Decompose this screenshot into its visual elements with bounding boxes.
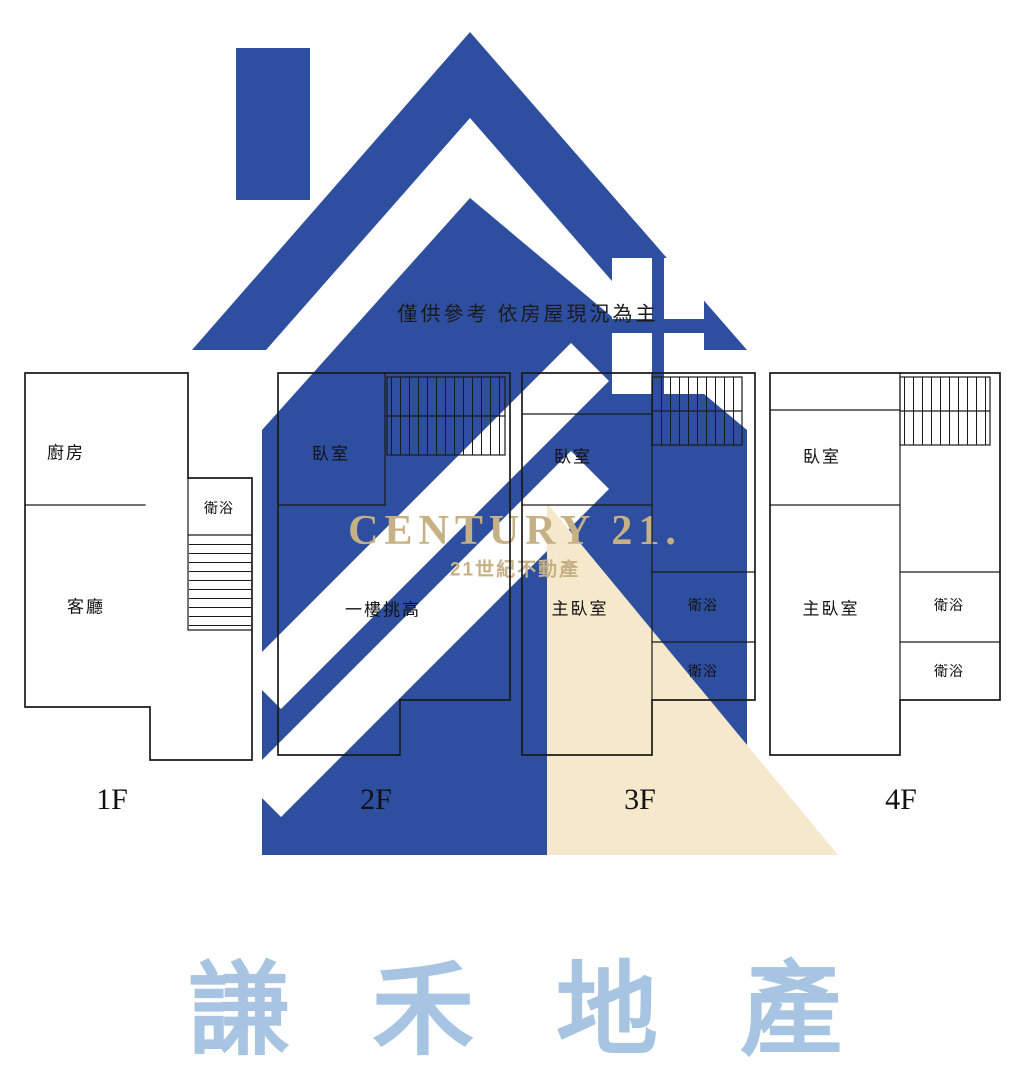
four-pane-window-icon — [612, 258, 704, 394]
room-label-bedroom-3f: 臥室 — [554, 447, 592, 467]
brand-chinese-text: 21世紀不動產 — [449, 559, 581, 581]
floor-label-4f: 4F — [885, 783, 917, 816]
room-label-bath2-3f: 衛浴 — [688, 665, 718, 680]
outer-wall-2f — [277, 372, 511, 756]
interior-walls-3f — [521, 372, 756, 701]
floorplan-4f — [769, 372, 1001, 756]
stairs-1f — [189, 536, 251, 629]
room-label-bedroom-4f: 臥室 — [803, 447, 841, 467]
room-label-bedroom-2f: 臥室 — [312, 444, 350, 464]
floor-label-2f: 2F — [360, 783, 392, 816]
beige-triangle — [547, 503, 838, 855]
floor-label-3f: 3F — [624, 783, 656, 816]
room-label-bath-1f: 衛浴 — [204, 502, 234, 517]
company-name-watermark: 謙禾地產 — [188, 953, 924, 1068]
room-label-bath2-4f: 衛浴 — [934, 665, 964, 680]
room-label-kitchen-1f: 廚房 — [47, 443, 85, 463]
interior-walls-4f — [769, 372, 1001, 701]
chimney-shape — [236, 48, 310, 200]
room-label-bath1-3f: 衛浴 — [688, 599, 718, 614]
interior-walls-1f — [24, 477, 253, 631]
outer-wall-1f — [24, 372, 253, 761]
roof-shape — [192, 32, 747, 350]
room-label-living-1f: 客廳 — [67, 597, 105, 617]
disclaimer-note: 僅供參考 依房屋現況為主 — [397, 303, 659, 326]
floorplan-2f — [277, 372, 511, 756]
room-label-bath1-4f: 衛浴 — [934, 599, 964, 614]
room-label-master-3f: 主臥室 — [551, 599, 609, 619]
interior-walls-2f — [277, 372, 386, 506]
floorplan-3f — [521, 372, 756, 756]
floorplan-1f — [24, 372, 253, 761]
room-label-master-4f: 主臥室 — [802, 599, 860, 619]
brand-century21-text: CENTURY 21. — [348, 508, 682, 554]
room-label-void-2f: 一樓挑高 — [345, 600, 421, 620]
floor-label-1f: 1F — [96, 783, 128, 816]
house-diagonal-slashes — [243, 343, 609, 817]
